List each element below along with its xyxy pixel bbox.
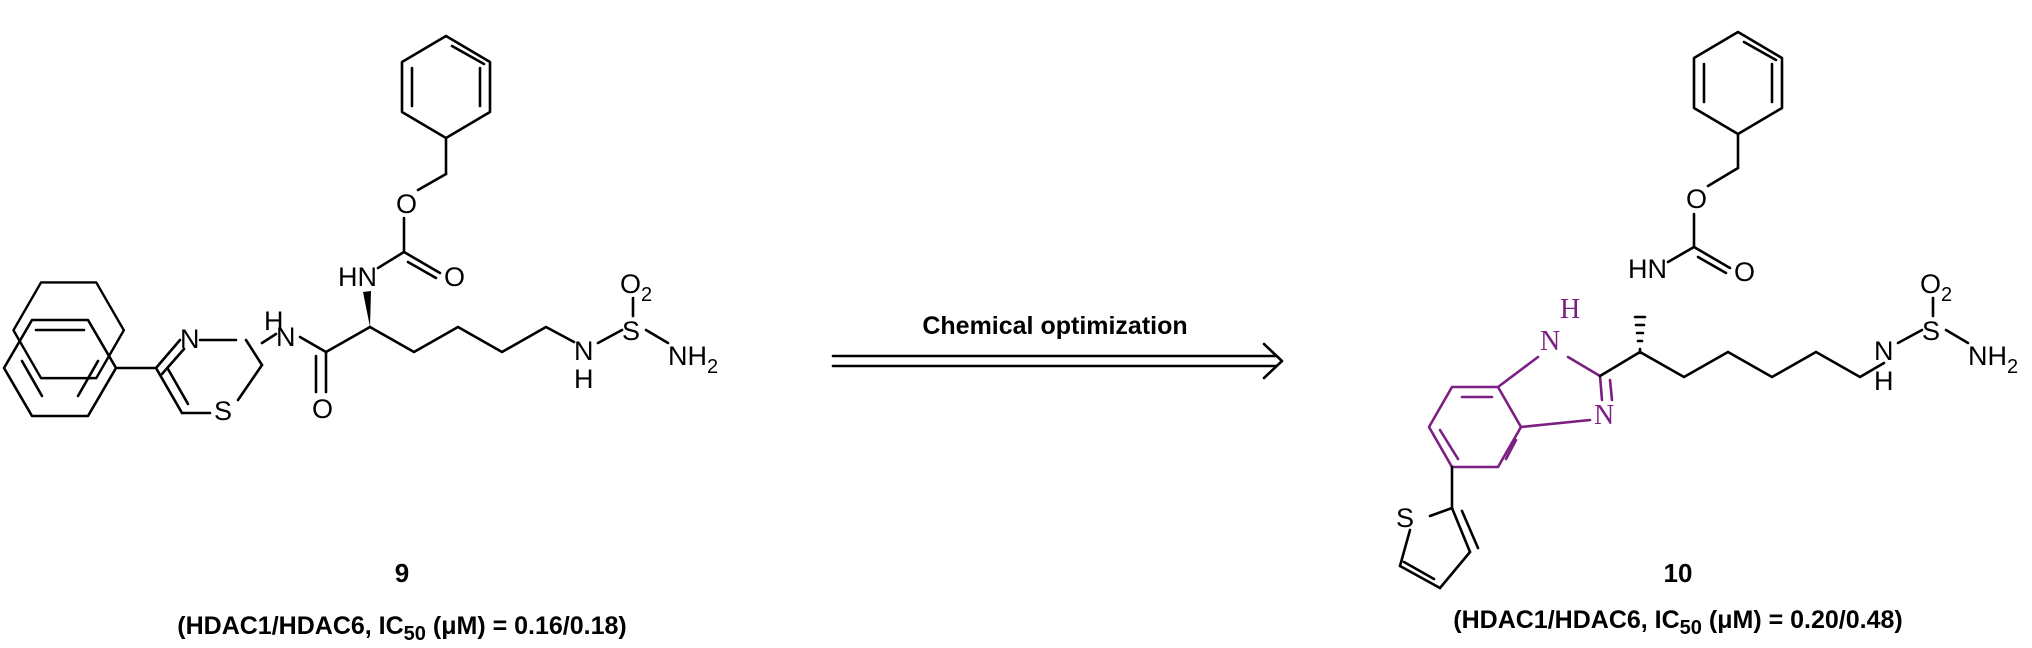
bond-o-ch2 (416, 172, 448, 192)
imidazole-ring (1496, 355, 1614, 429)
thiazole-ring (154, 338, 264, 415)
arrow-label: Chemical optimization (922, 312, 1187, 340)
alkyl-chain-9 (368, 325, 576, 354)
atom-o-ester: O (396, 189, 417, 219)
atom-imidazole-n: N (1594, 400, 1614, 431)
atom-nh2-r: NH2 (1968, 341, 2018, 378)
bond-c-o-double (402, 250, 442, 275)
reaction-arrow (831, 342, 1284, 380)
atom-n-sulfamide: N (574, 336, 594, 366)
atom-o2: O2 (620, 269, 652, 306)
compound-activity-10: (HDAC1/HDAC6, IC50 (μM) = 0.20/0.48) (1453, 606, 1902, 639)
atom-thiophene-s: S (1396, 503, 1414, 533)
phenyl-ring-9 (2, 318, 118, 418)
atom-s-sulfamide-r: S (1922, 316, 1940, 346)
bond-thiazole-nh (260, 332, 278, 345)
bond-n-s (596, 328, 624, 345)
compound-number-9: 9 (395, 558, 409, 588)
bond-co-alpha (324, 325, 372, 354)
atom-thiazole-n: N (180, 324, 200, 354)
bond-imid-chiral (1598, 350, 1642, 378)
stereo-wedge-left (363, 291, 371, 327)
molecule-10: H N N S HN O O (1396, 30, 2018, 590)
atom-amide-n: N (276, 322, 296, 352)
benzimidazole-benzene (1427, 385, 1523, 469)
atom-s-sulfamide: S (622, 316, 640, 346)
atom-o-carbamate-dbl-r: O (1734, 257, 1755, 287)
atom-o-carbamate-dbl: O (444, 262, 465, 292)
atom-n-sulfamide-r: N (1874, 336, 1894, 366)
phenyl-ring-left (12, 281, 126, 380)
thiophene-ring (1398, 506, 1480, 590)
bond-c-odbl-r (1692, 245, 1732, 270)
atom-h-sulfamide-r: H (1874, 366, 1894, 396)
stereo-hash-right (1633, 315, 1647, 355)
bond-s-nh2 (644, 328, 670, 345)
bond-s-nh2-r (1944, 328, 1970, 345)
atom-h-sulfamide: H (574, 364, 594, 394)
benzyl-ring-10 (1692, 30, 1784, 136)
atom-o2-r: O2 (1920, 269, 1952, 306)
bond-hn-c-r (1666, 245, 1696, 264)
compound-activity-9: (HDAC1/HDAC6, IC50 (μM) = 0.16/0.18) (177, 612, 626, 645)
atom-imidazole-h: H (1560, 294, 1580, 325)
bond-o-ch2-r (1706, 166, 1740, 188)
atom-hn-carbamate-r: HN (1628, 254, 1667, 284)
compound-number-10: 10 (1664, 558, 1693, 588)
bond-hn-carbamate (376, 250, 406, 270)
bond-n-s-r (1896, 328, 1924, 345)
alkyl-chain-10 (1638, 350, 1886, 379)
atom-thiazole-s: S (214, 396, 232, 426)
benzyl-ring-9 (400, 34, 492, 140)
atom-h-amide: H (264, 306, 284, 336)
atom-hn-carbamate: HN (338, 262, 377, 292)
atom-o-ester-r: O (1686, 184, 1707, 214)
bond-nh-carbonyl (298, 335, 328, 354)
atom-nh2: NH2 (668, 341, 718, 378)
molecule-9: N S H N N O HN O O N (2, 34, 718, 426)
atom-imidazole-nh: N (1540, 326, 1560, 357)
atom-o-carbonyl: O (312, 394, 333, 424)
